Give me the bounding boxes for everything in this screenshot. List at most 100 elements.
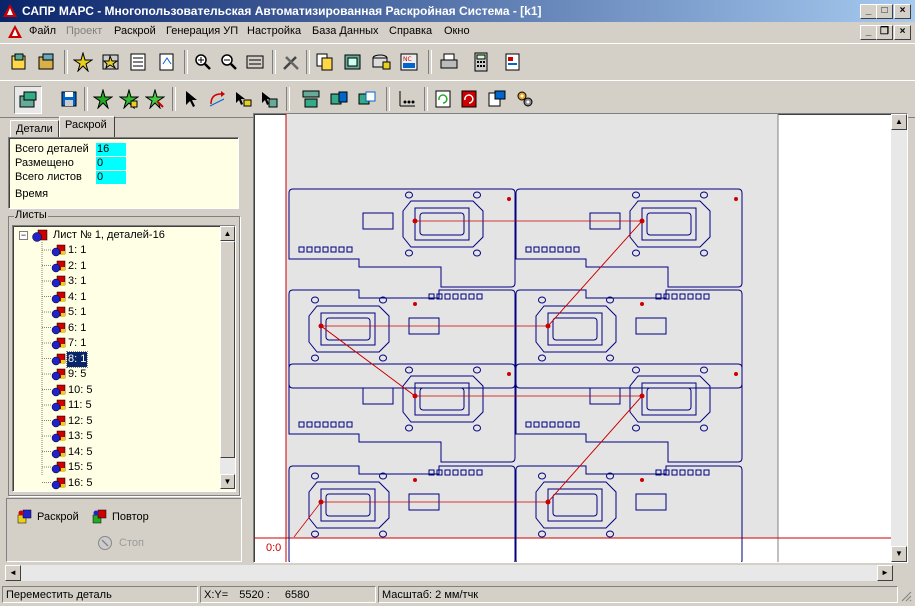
menu-project[interactable]: Проект xyxy=(66,25,103,37)
toolbar-main: NC xyxy=(0,43,915,81)
pierce-point xyxy=(318,499,324,505)
doc-restore-button[interactable]: ❐ xyxy=(876,25,893,40)
sheet-part-label: 3: 1 xyxy=(68,275,87,287)
open-project-icon[interactable] xyxy=(34,49,60,75)
auto-nest-icon[interactable] xyxy=(90,86,116,112)
sheet-part-label: 8: 1 xyxy=(65,350,89,368)
export-icon[interactable] xyxy=(484,86,510,112)
collapse-icon[interactable]: − xyxy=(19,230,28,240)
total-sheets-value: 0 xyxy=(96,171,126,184)
save-icon[interactable] xyxy=(56,86,82,112)
tab-details[interactable]: Детали xyxy=(10,120,59,138)
document-icon[interactable] xyxy=(8,25,22,39)
part-xy-icon[interactable] xyxy=(298,86,324,112)
pierce-point xyxy=(318,323,324,329)
sheet-part-label: 14: 5 xyxy=(68,445,93,458)
select-arrow-icon[interactable] xyxy=(178,86,204,112)
close-button[interactable]: × xyxy=(894,4,911,19)
scroll-right-button[interactable]: ► xyxy=(877,565,893,581)
zoom-out-icon[interactable] xyxy=(216,49,242,75)
tools-icon[interactable] xyxy=(278,49,304,75)
canvas-scroll-up-button[interactable]: ▲ xyxy=(891,114,907,130)
part-library-icon[interactable] xyxy=(98,49,124,75)
part-array-icon[interactable] xyxy=(354,86,380,112)
regenerate-icon[interactable] xyxy=(456,86,482,112)
window-title: САПР МАРС - Многопользовательская Автома… xyxy=(22,4,542,18)
canvas-drawing[interactable]: 0:0 xyxy=(254,114,907,562)
part-icon xyxy=(51,306,66,319)
zoom-in-icon[interactable] xyxy=(190,49,216,75)
material-icon[interactable] xyxy=(368,49,394,75)
menu-file[interactable]: Файл xyxy=(29,25,57,37)
part-icon xyxy=(51,446,66,458)
canvas-scroll-down-button[interactable]: ▼ xyxy=(891,546,907,562)
nested-part xyxy=(288,188,516,288)
menu-window[interactable]: Окно xyxy=(444,25,470,37)
pierce-point xyxy=(413,302,417,306)
placed-label: Размещено xyxy=(15,157,74,169)
placed-value: 0 xyxy=(96,157,126,170)
menu-bar: Файл Проект Раскрой Генерация УП Настрой… xyxy=(0,22,915,42)
left-panel: Детали Раскрой Всего деталей 16 Размещен… xyxy=(6,116,242,562)
doc-close-button[interactable]: × xyxy=(894,25,911,40)
copy-sheet-icon[interactable] xyxy=(312,49,338,75)
print-icon[interactable] xyxy=(436,49,462,75)
part-icon xyxy=(51,368,66,381)
maximize-button[interactable]: □ xyxy=(876,4,893,19)
align-parts-icon[interactable] xyxy=(256,86,282,112)
menu-help[interactable]: Справка xyxy=(389,25,433,37)
rotate-part-icon[interactable] xyxy=(204,86,230,112)
move-part-icon[interactable] xyxy=(230,86,256,112)
stop-label: Стоп xyxy=(119,537,144,549)
parts-layer xyxy=(288,188,743,562)
tab-nesting[interactable]: Раскрой xyxy=(59,116,115,138)
menu-nesting[interactable]: Раскрой xyxy=(114,25,156,37)
tree-scrollbar[interactable]: ▲ ▼ xyxy=(220,226,235,489)
star-part-icon[interactable] xyxy=(70,49,96,75)
scroll-up-button[interactable]: ▲ xyxy=(220,226,235,241)
doc-minimize-button[interactable]: _ xyxy=(860,25,877,40)
nested-part xyxy=(288,363,516,463)
pierce-point xyxy=(734,372,738,376)
refresh-icon[interactable] xyxy=(430,86,456,112)
scroll-down-button[interactable]: ▼ xyxy=(220,474,235,489)
status-hint: Переместить деталь xyxy=(2,586,198,603)
menu-settings[interactable]: Настройка xyxy=(247,25,302,37)
auto-nest-all-icon[interactable] xyxy=(116,86,142,112)
canvas-vscrollbar[interactable]: ▲ ▼ xyxy=(891,114,907,562)
settings-gears-icon[interactable] xyxy=(512,86,538,112)
part-mirror-icon[interactable] xyxy=(326,86,352,112)
report-icon[interactable] xyxy=(500,49,526,75)
part-icon xyxy=(51,461,66,474)
zoom-fit-icon[interactable] xyxy=(242,49,268,75)
sheets-db-icon[interactable] xyxy=(340,49,366,75)
part-list-icon[interactable] xyxy=(126,49,152,75)
nc-program-icon[interactable]: NC xyxy=(396,49,422,75)
coordinates-icon[interactable] xyxy=(394,86,420,112)
toolbar-separator xyxy=(428,50,432,74)
part-icon xyxy=(51,384,66,396)
menu-nc-generation[interactable]: Генерация УП xyxy=(166,25,239,37)
nesting-mode-icon[interactable] xyxy=(14,86,42,114)
size-grip[interactable] xyxy=(900,590,912,602)
scroll-thumb[interactable] xyxy=(220,241,235,458)
nesting-canvas[interactable]: 0:0 ▲ ▼ xyxy=(253,113,908,563)
sheet-part-label: 4: 1 xyxy=(68,290,87,303)
minimize-button[interactable]: _ xyxy=(860,4,877,19)
pierce-point xyxy=(639,218,645,224)
calculator-icon[interactable] xyxy=(468,49,494,75)
clear-nest-icon[interactable] xyxy=(142,86,168,112)
part-import-icon[interactable] xyxy=(154,49,180,75)
pierce-point xyxy=(412,393,418,399)
menu-database[interactable]: База Данных xyxy=(312,25,379,37)
part-icon xyxy=(51,415,66,427)
scroll-left-button[interactable]: ◄ xyxy=(5,565,21,581)
toolbar-separator xyxy=(172,87,176,111)
sheet-part-label: 12: 5 xyxy=(68,414,93,427)
new-project-icon[interactable] xyxy=(6,49,32,75)
sheet-part-label: 2: 1 xyxy=(68,259,87,272)
sheet-part-label: 6: 1 xyxy=(68,321,87,334)
h-scrollbar[interactable]: ◄ ► xyxy=(5,565,893,581)
